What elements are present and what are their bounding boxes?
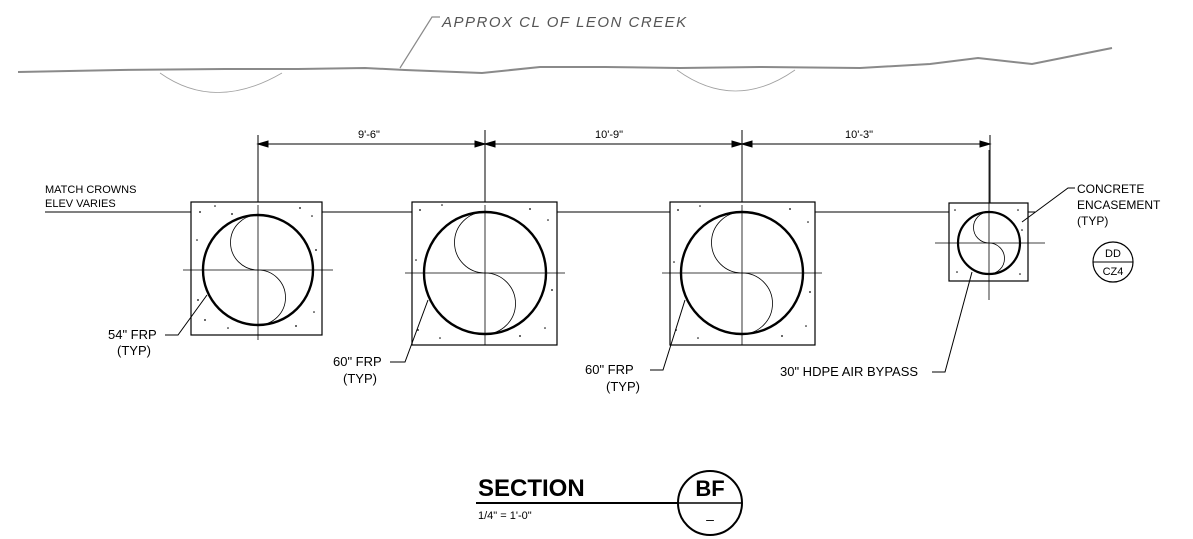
concrete-stipple: [196, 205, 317, 329]
ground-line: [17, 47, 1113, 75]
dimension-9-6: 9'-6": [358, 129, 380, 141]
section-scale: 1/4" = 1'-0": [478, 510, 532, 522]
pipe-label-60-b: 60" FRP: [585, 362, 634, 377]
section-tag-bottom: –: [706, 511, 714, 527]
pipe-leader: [165, 294, 208, 336]
rock-hatch-right: [676, 69, 796, 92]
pipe-leader: [390, 299, 429, 363]
detail-reference-bubble[interactable]: DD CZ4: [1092, 241, 1134, 283]
concrete-stipple: [415, 204, 553, 339]
creek-leader: [399, 16, 440, 69]
pipe-label-30-hdpe: 30" HDPE AIR BYPASS: [780, 364, 918, 379]
dimension-string: [256, 130, 992, 205]
encasement-leader: [1021, 187, 1075, 223]
encasement-note-line2: ENCASEMENT: [1077, 198, 1161, 212]
dimension-10-3: 10'-3": [845, 129, 873, 141]
pipe-section-30-hdpe: [932, 150, 1075, 373]
pipe-typ-60-b: (TYP): [606, 379, 640, 394]
detail-ref-bottom: CZ4: [1103, 266, 1124, 278]
detail-ref-top: DD: [1105, 248, 1121, 260]
pipe-typ-54: (TYP): [117, 343, 151, 358]
pipe-section-60-frp-b: [650, 201, 822, 371]
rock-hatch-left: [159, 72, 283, 93]
pipe-label-60-a: 60" FRP: [333, 354, 382, 369]
ground-profile: APPROX CL OF LEON CREEK: [17, 14, 1113, 93]
encasement-note-line3: (TYP): [1077, 214, 1108, 228]
section-title: SECTION: [478, 475, 585, 502]
pipe-leader: [650, 299, 686, 371]
dimension-10-9: 10'-9": [595, 129, 623, 141]
match-crowns-note-line2: ELEV VARIES: [45, 198, 116, 210]
pipe-typ-60-a: (TYP): [343, 371, 377, 386]
encasement-note-line1: CONCRETE: [1077, 182, 1144, 196]
creek-label: APPROX CL OF LEON CREEK: [441, 14, 688, 31]
pipe-section-54-frp: [165, 201, 333, 340]
pipe-label-54: 54" FRP: [108, 327, 157, 342]
pipe-leader: [932, 271, 973, 373]
section-tag-top: BF: [695, 476, 724, 501]
concrete-stipple: [954, 209, 1023, 275]
pipe-section-60-frp-a: [390, 201, 565, 363]
section-title-block: SECTION 1/4" = 1'-0" BF –: [476, 470, 743, 536]
match-crowns-note-line1: MATCH CROWNS: [45, 184, 136, 196]
